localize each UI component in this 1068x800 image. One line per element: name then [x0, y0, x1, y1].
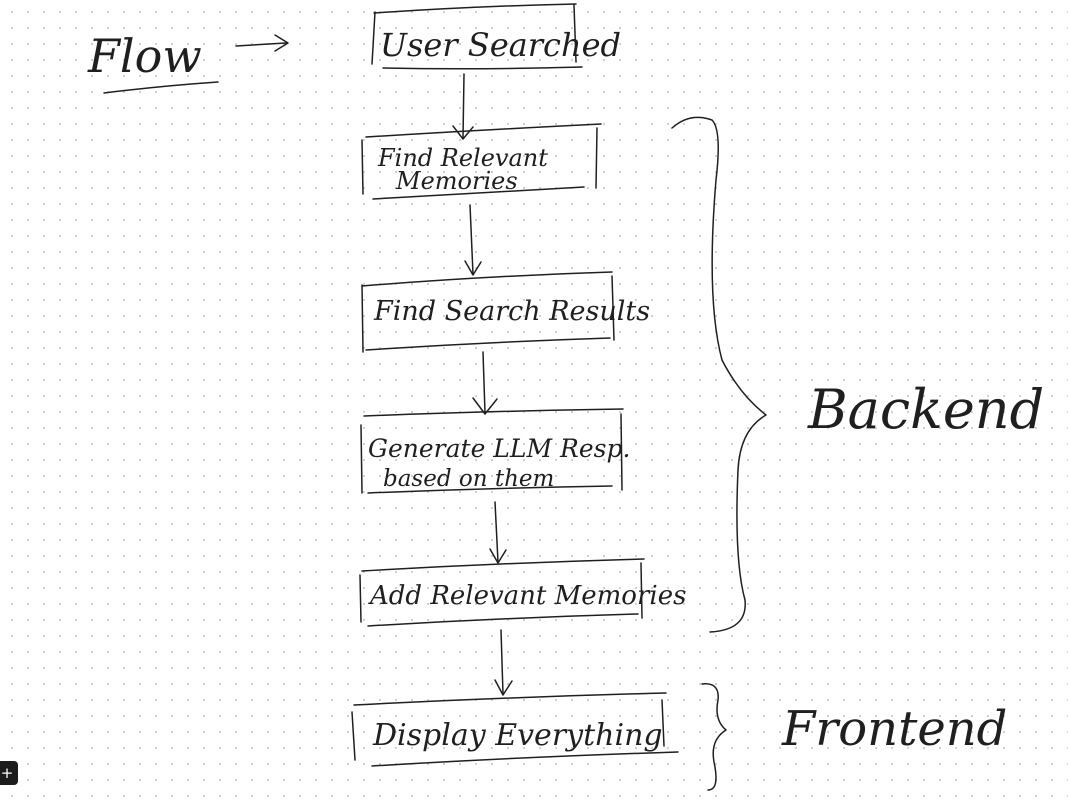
backend-brace	[671, 116, 767, 633]
flow-title: Flow	[87, 29, 289, 94]
flow-arrow-3	[472, 351, 498, 415]
flow-step-5[interactable]: Add Relevant Memories	[359, 558, 686, 627]
step-3-label: Find Search Results	[373, 296, 650, 327]
step-4-label-line-2: based on them	[383, 466, 554, 492]
frontend-label: Frontend	[781, 701, 1007, 757]
backend-label: Backend	[807, 378, 1044, 441]
flow-arrow-5	[494, 629, 513, 696]
step-2-label-line-2: Memories	[395, 167, 518, 195]
flow-step-2[interactable]: Find Relevant Memories	[361, 123, 602, 200]
title-arrow-head	[274, 34, 289, 52]
flow-title-text: Flow	[87, 29, 202, 83]
flow-arrow-4	[489, 501, 507, 564]
frontend-brace	[701, 683, 727, 791]
step-4-label-line-1: Generate LLM Resp.	[368, 434, 630, 463]
step-1-label: User Searched	[380, 26, 621, 64]
flow-step-1[interactable]: User Searched	[371, 3, 621, 70]
add-button[interactable]: +	[0, 761, 18, 785]
plus-icon: +	[0, 764, 14, 782]
flow-step-4[interactable]: Generate LLM Resp. based on them	[360, 408, 630, 494]
flow-arrow-1	[452, 73, 474, 140]
title-underline	[103, 81, 219, 94]
step-5-label: Add Relevant Memories	[368, 581, 686, 611]
flow-arrow-2	[464, 204, 482, 276]
step-2-label-line-1: Find Relevant	[377, 144, 548, 172]
title-arrow-shaft	[235, 42, 287, 47]
flow-step-3[interactable]: Find Search Results	[361, 271, 650, 353]
step-6-label: Display Everything	[372, 718, 663, 753]
flow-step-6[interactable]: Display Everything	[351, 692, 679, 767]
